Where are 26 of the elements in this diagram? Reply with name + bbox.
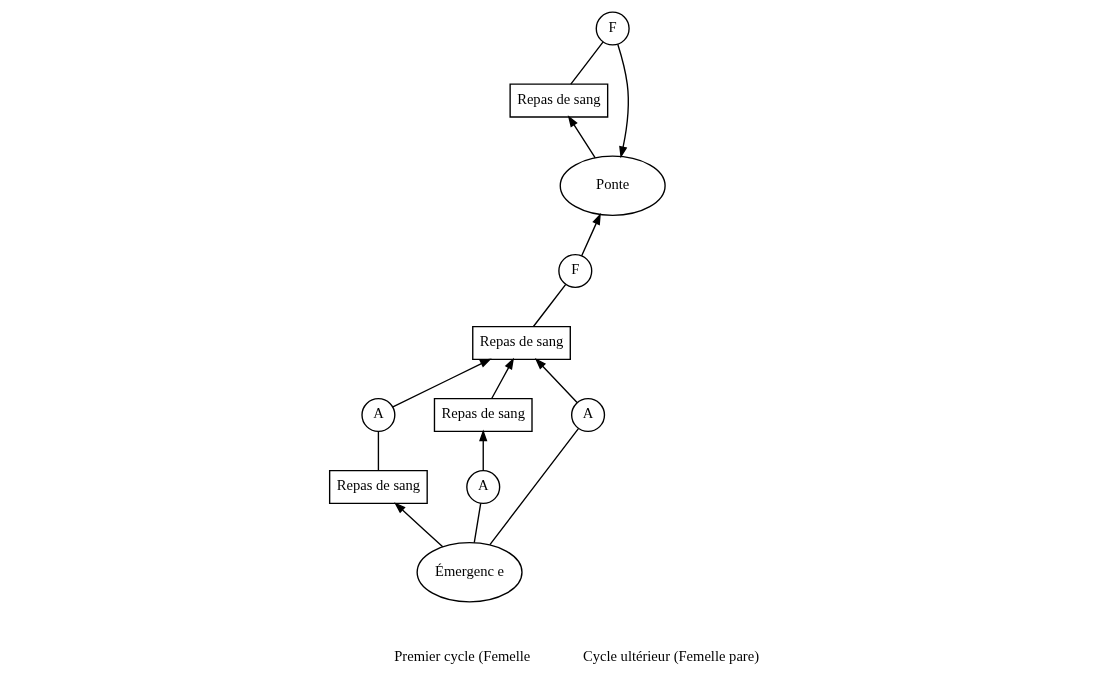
node-ellipse: Émergenc e (415, 541, 523, 603)
arrow (567, 115, 596, 159)
arrow (580, 212, 601, 257)
connector (532, 283, 566, 328)
arrow (391, 358, 492, 408)
label: Cycle ultérieur (Femelle pare) (582, 647, 759, 664)
connector (473, 502, 481, 544)
connector (488, 427, 579, 546)
connector (377, 430, 379, 472)
arrow (490, 357, 514, 400)
arrow (478, 429, 487, 472)
arrow (616, 43, 629, 159)
node-circle: A (360, 397, 395, 433)
arrow (534, 357, 578, 404)
node-circle: A (570, 397, 605, 433)
node-circle: A (465, 469, 500, 505)
arrow (393, 502, 443, 548)
node-circle: F (595, 11, 630, 46)
connector (569, 41, 604, 85)
node-box: Repas de sang (508, 83, 608, 118)
node-circle: F (557, 253, 592, 289)
node-box: Repas de sang (433, 397, 533, 433)
node-box: Repas de sang (471, 325, 571, 361)
node-ellipse: Ponte (559, 155, 666, 217)
label: Premier cycle (Femelle (393, 647, 530, 664)
node-box: Repas de sang (328, 469, 428, 505)
